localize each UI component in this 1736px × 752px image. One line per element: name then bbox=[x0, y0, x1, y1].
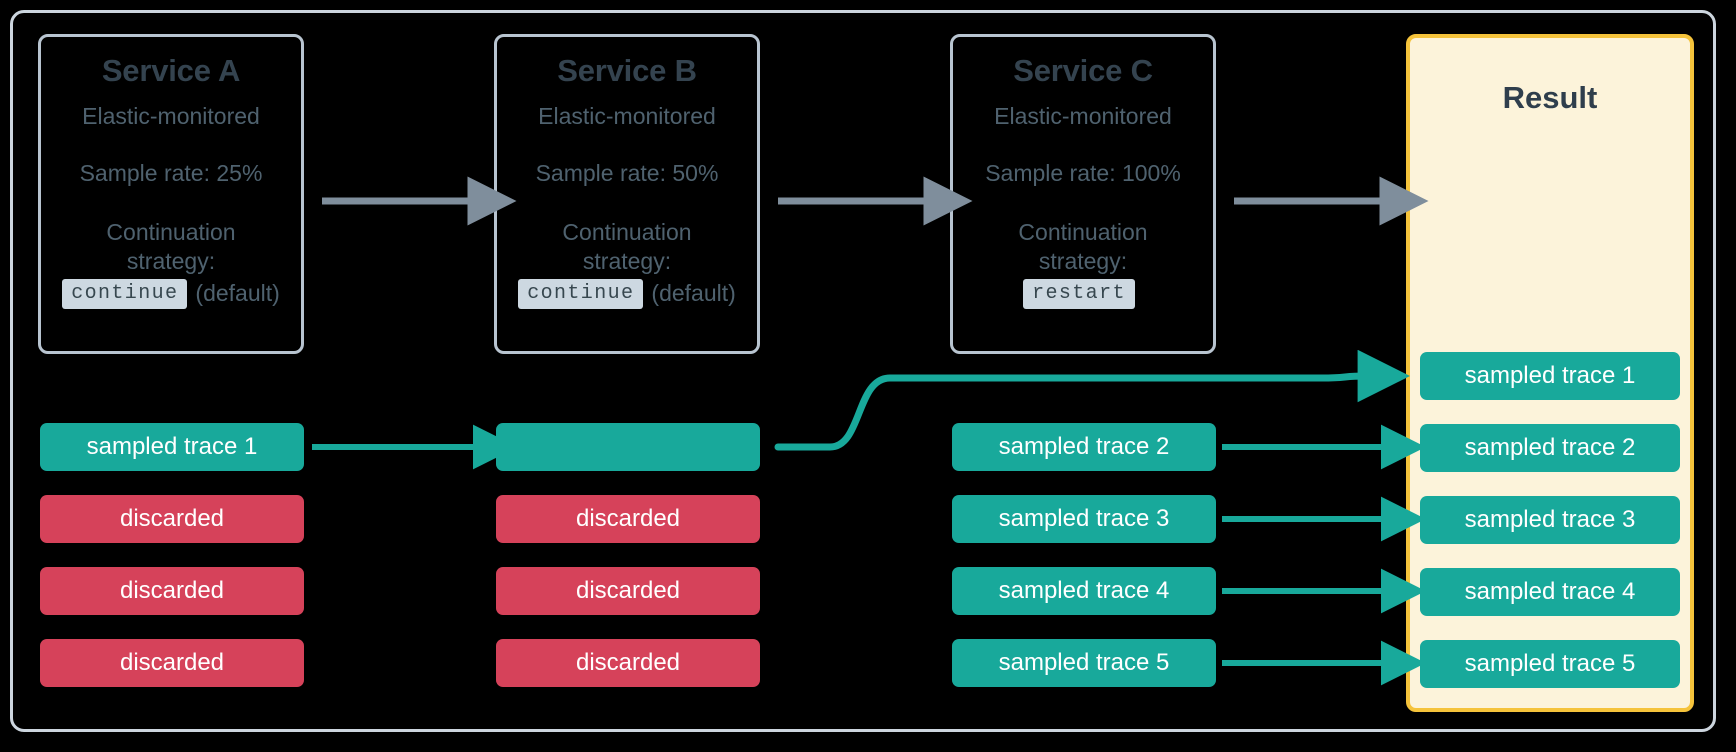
service-card-b: Service B Elastic-monitored Sample rate:… bbox=[494, 34, 760, 354]
trace-pill-a-4: discarded bbox=[40, 639, 304, 687]
result-pill-2: sampled trace 2 bbox=[1420, 424, 1680, 472]
service-a-strategy-note: (default) bbox=[195, 280, 280, 307]
service-a-sample-rate: Sample rate: 25% bbox=[79, 160, 263, 187]
service-c-title: Service C bbox=[1013, 53, 1153, 88]
service-a-strategy-row: continue (default) bbox=[41, 278, 301, 309]
trace-pill-b-1 bbox=[496, 423, 760, 471]
result-pill-4: sampled trace 4 bbox=[1420, 568, 1680, 616]
service-card-c: Service C Elastic-monitored Sample rate:… bbox=[950, 34, 1216, 354]
service-b-strategy-row: continue (default) bbox=[497, 278, 757, 309]
service-b-strategy-note: (default) bbox=[651, 280, 736, 307]
service-b-sample-rate: Sample rate: 50% bbox=[535, 160, 719, 187]
service-c-subtitle: Elastic-monitored bbox=[994, 102, 1172, 129]
service-a-strategy-code: continue bbox=[62, 278, 188, 309]
trace-pill-c-4: sampled trace 5 bbox=[952, 639, 1216, 687]
trace-pill-b-2: discarded bbox=[496, 495, 760, 543]
service-a-title: Service A bbox=[101, 53, 241, 88]
result-pill-3: sampled trace 3 bbox=[1420, 496, 1680, 544]
trace-pill-b-3: discarded bbox=[496, 567, 760, 615]
service-c-strategy-row: restart bbox=[953, 278, 1213, 309]
trace-pill-c-1: sampled trace 2 bbox=[952, 423, 1216, 471]
service-c-strategy-code: restart bbox=[1023, 278, 1135, 309]
result-pill-1: sampled trace 1 bbox=[1420, 352, 1680, 400]
outer-frame bbox=[10, 10, 1716, 732]
service-b-strategy-code: continue bbox=[518, 278, 644, 309]
service-a-subtitle: Elastic-monitored bbox=[82, 102, 260, 129]
service-c-strategy-label-line1: Continuation bbox=[1018, 218, 1148, 245]
trace-pill-a-1: sampled trace 1 bbox=[40, 423, 304, 471]
service-card-a: Service A Elastic-monitored Sample rate:… bbox=[38, 34, 304, 354]
service-b-title: Service B bbox=[557, 53, 697, 88]
service-c-sample-rate: Sample rate: 100% bbox=[985, 160, 1181, 187]
trace-pill-a-2: discarded bbox=[40, 495, 304, 543]
service-a-strategy-label-line2: strategy: bbox=[126, 248, 216, 275]
trace-pill-c-2: sampled trace 3 bbox=[952, 495, 1216, 543]
trace-pill-a-3: discarded bbox=[40, 567, 304, 615]
service-c-strategy-label-line2: strategy: bbox=[1038, 248, 1128, 275]
trace-pill-b-4: discarded bbox=[496, 639, 760, 687]
service-b-strategy-label-line2: strategy: bbox=[582, 248, 672, 275]
service-b-strategy-label-line1: Continuation bbox=[562, 218, 692, 245]
service-a-strategy-label-line1: Continuation bbox=[106, 218, 236, 245]
result-pill-5: sampled trace 5 bbox=[1420, 640, 1680, 688]
service-b-subtitle: Elastic-monitored bbox=[538, 102, 716, 129]
trace-pill-c-3: sampled trace 4 bbox=[952, 567, 1216, 615]
result-title: Result bbox=[1502, 80, 1598, 115]
